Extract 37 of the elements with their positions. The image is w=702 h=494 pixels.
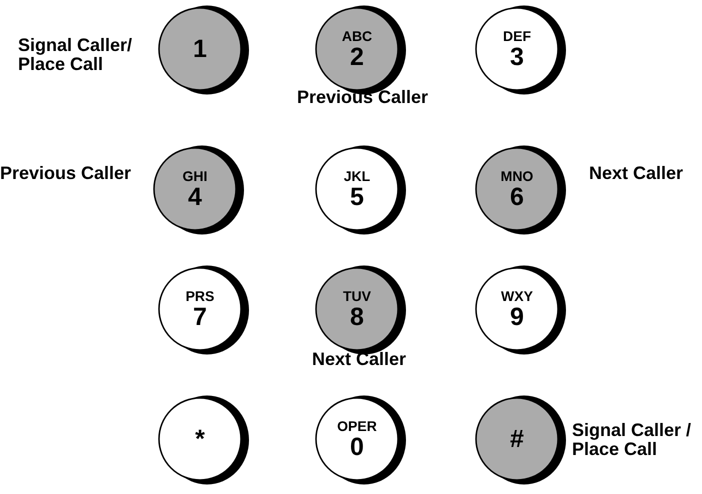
key-letters: PRS bbox=[186, 288, 214, 304]
keypad-key bbox=[314, 394, 408, 486]
key-digit: 6 bbox=[510, 184, 524, 210]
key-digit: 9 bbox=[510, 304, 524, 330]
key-digit: # bbox=[510, 426, 524, 452]
keypad-key bbox=[474, 4, 568, 96]
key-letters: TUV bbox=[343, 288, 371, 304]
keypad-key bbox=[474, 264, 568, 356]
keypad-key bbox=[152, 144, 246, 236]
key-digit: 5 bbox=[350, 184, 364, 210]
keypad-key bbox=[157, 4, 251, 96]
key-letters: DEF bbox=[503, 28, 531, 44]
keypad-key bbox=[474, 144, 568, 236]
key-caption: Signal Caller / Place Call bbox=[572, 421, 692, 459]
key-letters: JKL bbox=[344, 168, 370, 184]
key-digit: 8 bbox=[350, 304, 364, 330]
key-digit: 0 bbox=[350, 434, 364, 460]
key-digit: * bbox=[195, 426, 205, 452]
keypad-key bbox=[157, 264, 251, 356]
keypad-key bbox=[474, 394, 568, 486]
keypad-key bbox=[157, 394, 251, 486]
key-letters: ABC bbox=[342, 28, 372, 44]
key-letters: MNO bbox=[500, 168, 534, 184]
key-caption: Next Caller bbox=[312, 350, 406, 369]
key-digit: 2 bbox=[350, 44, 364, 70]
key-digit: 7 bbox=[193, 304, 207, 330]
key-digit: 3 bbox=[510, 44, 524, 70]
key-digit: 4 bbox=[188, 184, 202, 210]
key-caption: Next Caller bbox=[589, 164, 684, 183]
key-caption: Previous Caller bbox=[0, 164, 132, 183]
key-letters: OPER bbox=[337, 418, 377, 434]
key-caption: Signal Caller/ Place Call bbox=[18, 36, 134, 74]
key-digit: 1 bbox=[193, 36, 207, 62]
keypad-key bbox=[314, 144, 408, 236]
key-caption: Previous Caller bbox=[297, 88, 428, 107]
key-letters: WXY bbox=[501, 288, 533, 304]
key-letters: GHI bbox=[182, 168, 208, 184]
